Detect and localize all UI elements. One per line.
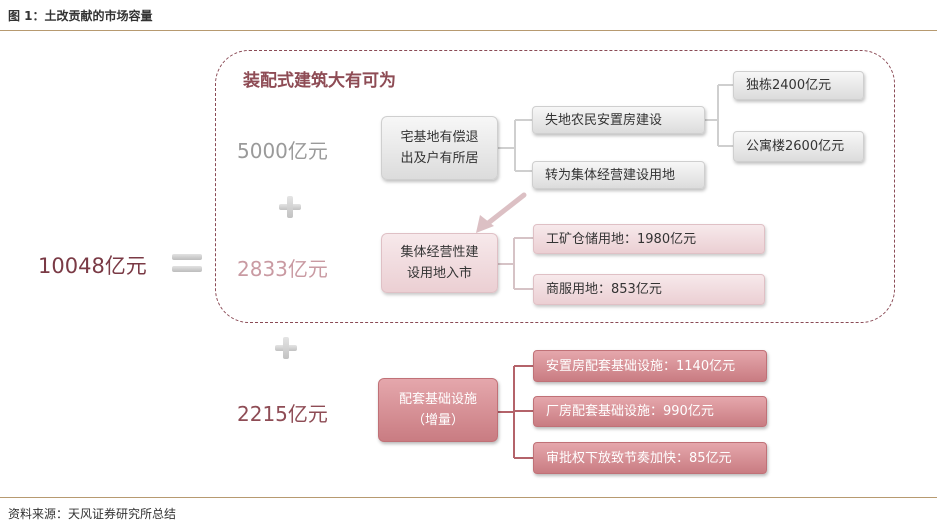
plus-sign [275, 337, 297, 359]
child-resettlement-infrastructure: 安置房配套基础设施：1140亿元 [533, 350, 767, 382]
child-approval-decentralization: 审批权下放致节奏加快：85亿元 [533, 442, 767, 474]
title-bar [0, 0, 937, 31]
group-value-infrastructure: 2215亿元 [237, 402, 328, 426]
group-value-homestead: 5000亿元 [237, 139, 328, 163]
grandchild-apartment: 公寓楼2600亿元 [733, 131, 864, 162]
node-label-line: 出及户有所居 [400, 151, 479, 166]
node-label-line: 宅基地有偿退 [400, 130, 479, 145]
node-collective-land-market: 集体经营性建 设用地入市 [381, 233, 498, 293]
child-industrial-warehouse: 工矿仓储用地：1980亿元 [533, 224, 765, 254]
footer-divider [0, 497, 937, 498]
grandchild-detached-house: 独栋2400亿元 [733, 71, 864, 100]
source-note: 资料来源：天风证券研究所总结 [8, 507, 177, 521]
plus-sign [279, 196, 301, 218]
child-factory-infrastructure: 厂房配套基础设施：990亿元 [533, 396, 767, 427]
child-resettlement-housing: 失地农民安置房建设 [532, 106, 705, 134]
figure-title: 图 1：土改贡献的市场容量 [8, 9, 153, 23]
equals-sign [172, 254, 202, 274]
child-convert-collective-land: 转为集体经营建设用地 [532, 161, 705, 189]
group-value-collective-land: 2833亿元 [237, 257, 328, 281]
node-label-line: 设用地入市 [406, 266, 472, 281]
node-label-line: 集体经营性建 [400, 245, 479, 260]
node-label-line: 配套基础设施 [398, 392, 477, 407]
dashed-group-box [215, 50, 895, 323]
node-homestead: 宅基地有偿退 出及户有所居 [381, 116, 498, 180]
node-label-line: （增量） [411, 413, 464, 428]
total-value: 10048亿元 [38, 254, 147, 278]
child-commercial-service: 商服用地：853亿元 [533, 274, 765, 305]
section-heading: 装配式建筑大有可为 [243, 71, 396, 91]
node-infrastructure: 配套基础设施 （增量） [378, 378, 498, 442]
